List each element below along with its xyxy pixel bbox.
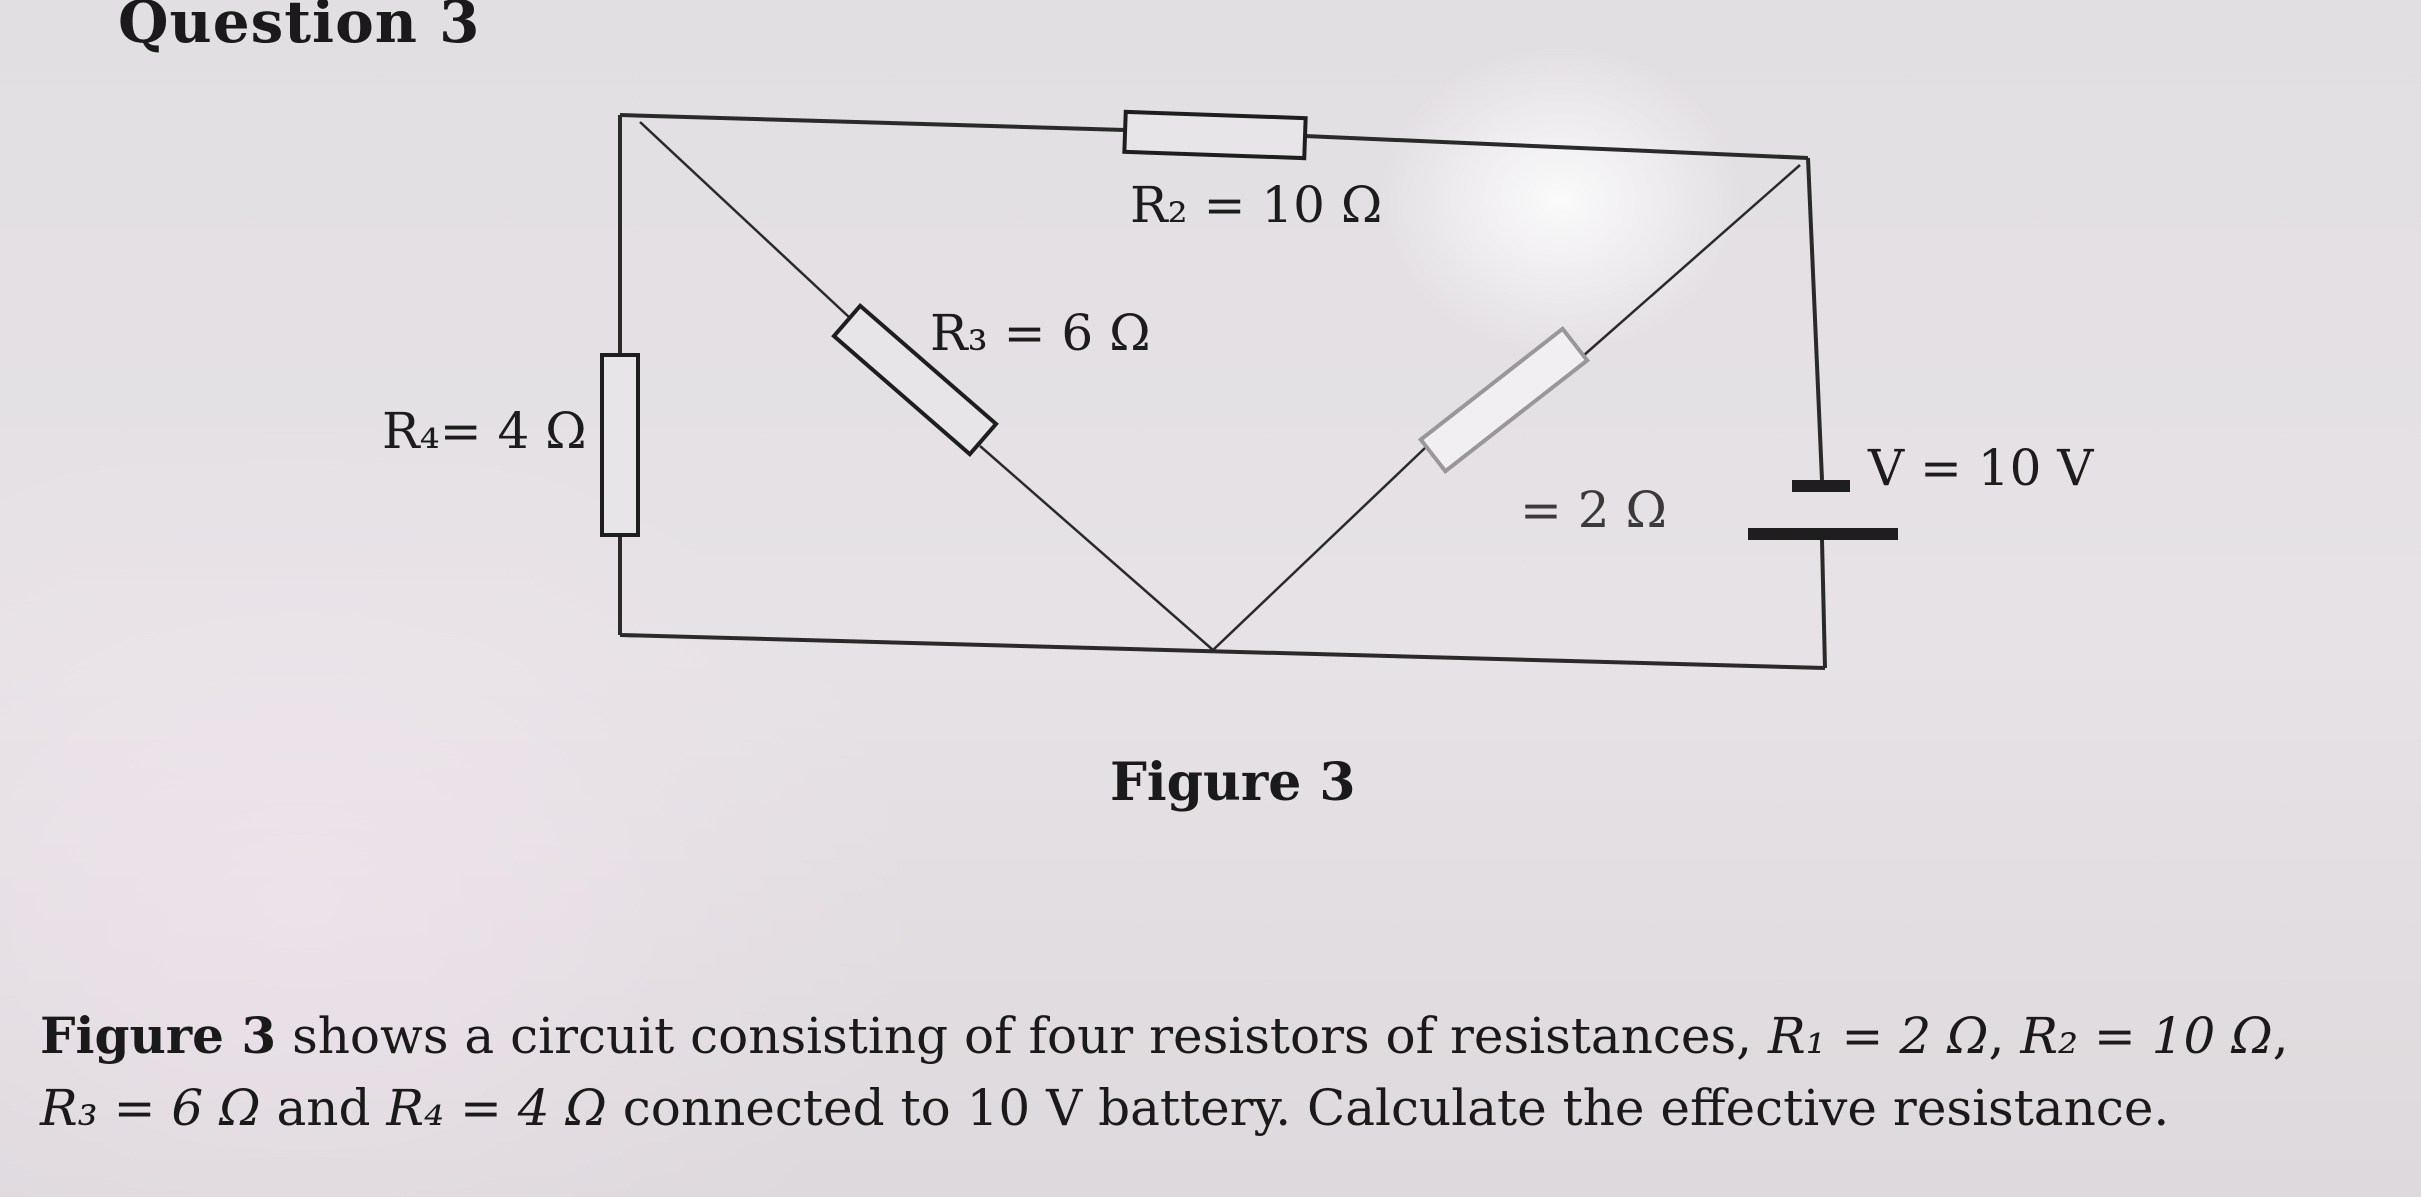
label-r2: R₂ = 10 Ω (1130, 176, 1382, 234)
problem-r4: R₄ = 4 Ω (386, 1079, 607, 1137)
resistor-r3 (831, 303, 999, 457)
battery-short-plate (1792, 480, 1850, 492)
label-r3: R₃ = 6 Ω (930, 304, 1151, 362)
problem-text-1: shows a circuit consisting of four resis… (276, 1007, 1768, 1065)
problem-sep-2: , (2272, 1007, 2289, 1065)
question-title: Question 3 (118, 0, 481, 56)
battery-long-plate (1748, 528, 1898, 540)
problem-and-1: and (260, 1079, 387, 1137)
problem-lead: Figure 3 (40, 1006, 277, 1065)
figure-caption-text: Figure 3 (1110, 752, 1356, 813)
problem-r3: R₃ = 6 Ω (40, 1079, 261, 1137)
label-battery: V = 10 V (1867, 439, 2094, 497)
figure-caption: Figure 3 (0, 752, 2421, 813)
label-r1: = 2 Ω (1520, 481, 1667, 539)
diagonal-right-top (1582, 164, 1801, 357)
label-r4: R₄= 4 Ω (382, 402, 587, 460)
circuit-diagram: R₂ = 10 Ω R₃ = 6 Ω R₄= 4 Ω = 2 Ω V = 10 … (382, 109, 2094, 670)
diagonal-right-bottom (1212, 447, 1426, 651)
resistor-r4 (600, 353, 640, 537)
right-wire-bottom (1820, 539, 1827, 669)
resistor-r2 (1122, 109, 1308, 161)
resistor-r1 (1417, 326, 1591, 474)
top-wire-left (619, 113, 1126, 132)
diagonal-left-top (639, 121, 851, 319)
bottom-wire (619, 633, 1826, 670)
diagonal-left-bottom (979, 445, 1214, 651)
problem-r2: R₂ = 10 Ω (2020, 1007, 2273, 1065)
top-wire-right (1304, 134, 1809, 160)
right-wire-top (1806, 157, 1824, 481)
problem-r1: R₁ = 2 Ω (1767, 1007, 1989, 1065)
problem-sep-1: , (1988, 1007, 2021, 1065)
problem-text-2: connected to 10 V battery. Calculate the… (606, 1079, 2170, 1137)
problem-statement: Figure 3 shows a circuit consisting of f… (40, 1000, 2400, 1144)
